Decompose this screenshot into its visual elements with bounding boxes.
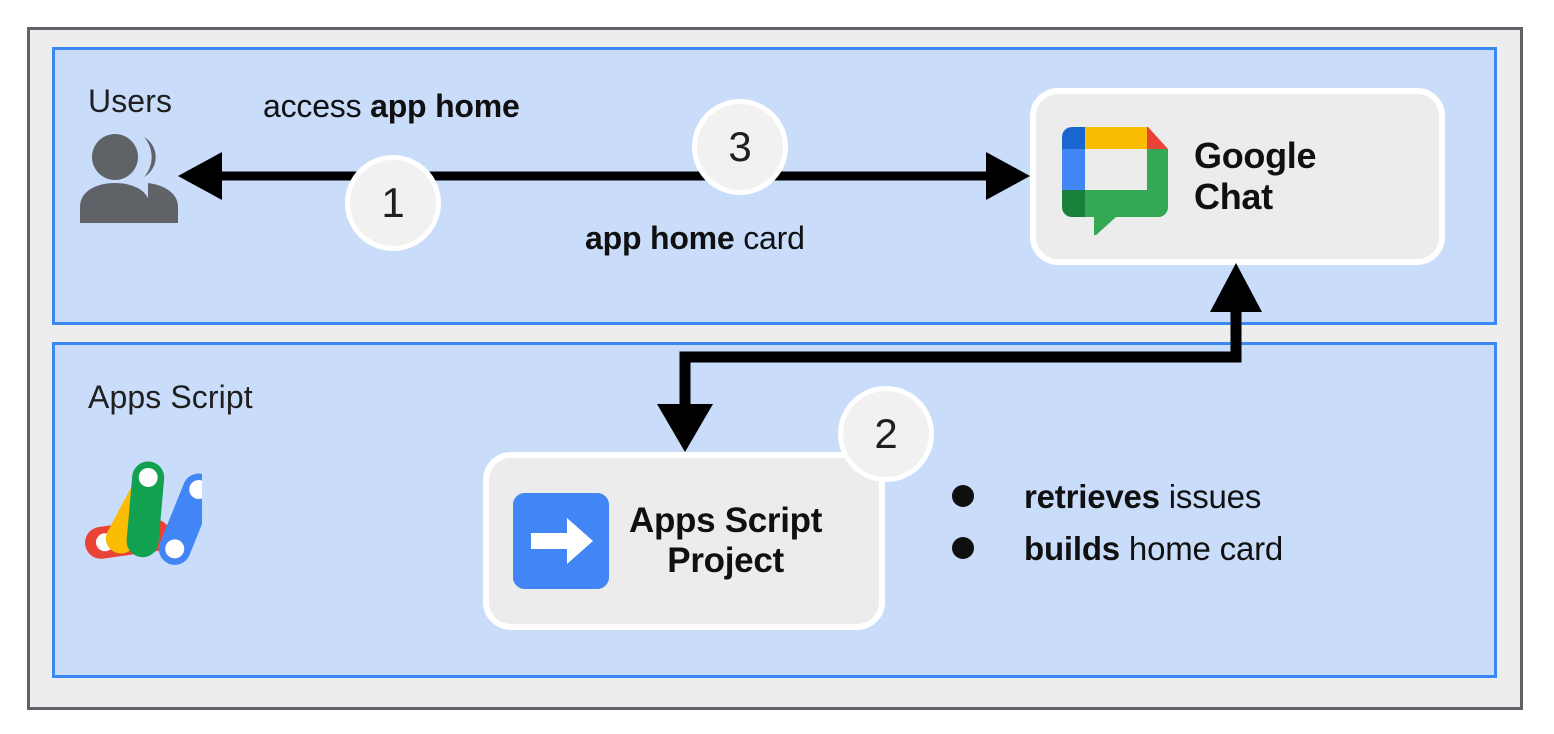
step-badge-1: 1 <box>345 155 441 251</box>
people-icon <box>78 133 180 225</box>
bullet-dot-icon <box>952 485 974 507</box>
list-item-trail: issues <box>1159 477 1262 515</box>
apps-script-zone-label: Apps Script <box>88 379 253 415</box>
step-badge-3: 3 <box>692 99 788 195</box>
edge-label-access-lead: access <box>263 88 371 124</box>
google-chat-card[interactable]: Google Chat <box>1030 88 1445 265</box>
edge-label-access-emphasis: app home <box>370 88 520 124</box>
edge-label-card-trail: card <box>734 220 805 256</box>
list-item-text: retrieves issues <box>1024 480 1261 513</box>
step-badge-3-number: 3 <box>728 123 752 170</box>
apps-script-actions-list: retrieves issues builds home card <box>952 470 1283 574</box>
edge-label-app-home-card: app home card <box>585 222 805 254</box>
apps-script-logo <box>78 443 215 565</box>
list-item-text: builds home card <box>1024 532 1283 565</box>
bullet-dot-icon <box>952 537 974 559</box>
edge-label-access: access app home <box>263 90 520 122</box>
apps-script-project-card[interactable]: Apps Script Project <box>483 452 885 630</box>
list-item: builds home card <box>952 522 1283 574</box>
users-zone-label: Users <box>88 83 173 119</box>
list-item-trail: home card <box>1119 529 1284 567</box>
edge-label-card-emphasis: app home <box>585 220 735 256</box>
step-badge-2: 2 <box>838 386 934 482</box>
google-chat-logo <box>1054 119 1172 237</box>
apps-script-arrow-icon <box>513 493 609 589</box>
list-item: retrieves issues <box>952 470 1283 522</box>
list-item-emphasis: retrieves <box>1024 477 1160 515</box>
apps-script-project-card-title: Apps Script Project <box>629 501 823 580</box>
step-badge-1-number: 1 <box>381 179 405 226</box>
google-chat-card-title: Google Chat <box>1194 134 1317 217</box>
step-badge-2-number: 2 <box>874 410 898 457</box>
list-item-emphasis: builds <box>1024 529 1120 567</box>
